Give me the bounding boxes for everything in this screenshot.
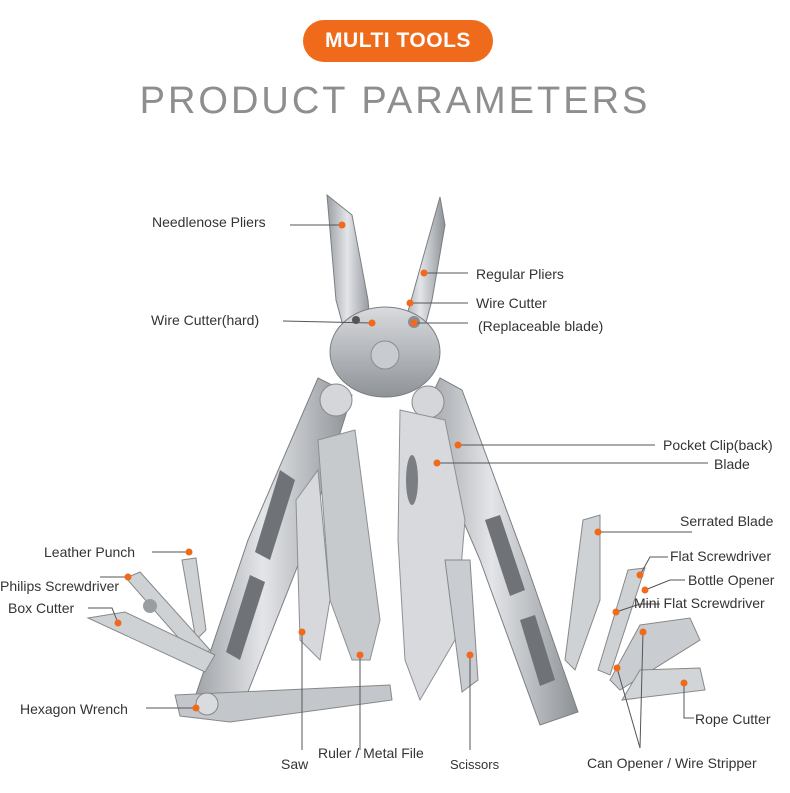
right-handle-rivet	[411, 385, 445, 419]
marker-scissors	[466, 651, 474, 659]
marker-wire-cutter	[406, 299, 414, 307]
marker-hexagon-wrench	[192, 704, 200, 712]
callout-line-wire-cutter-hard	[282, 320, 373, 324]
label-needlenose-pliers: Needlenose Pliers	[152, 214, 266, 230]
pivot-screw	[370, 340, 400, 370]
multi-tools-badge: MULTI TOOLS	[303, 20, 493, 62]
marker-mini-flat	[612, 608, 620, 616]
left-handle-rivet	[319, 383, 353, 417]
marker-needlenose	[338, 221, 346, 229]
multitool-illustration	[86, 193, 706, 726]
marker-box-cutter	[114, 619, 122, 627]
marker-flat-screwdriver	[636, 571, 644, 579]
hexagon-wrench-rivet	[195, 692, 219, 716]
marker-replaceable-blade	[410, 319, 418, 327]
label-serrated-blade: Serrated Blade	[680, 513, 774, 529]
blade-thumb-hole	[406, 455, 418, 505]
marker-ruler	[356, 651, 364, 659]
label-ruler-metal-file: Ruler / Metal File	[318, 745, 424, 761]
callout-line-bottle-opener	[644, 579, 685, 591]
label-scissors: Scissors	[450, 757, 500, 772]
callout-line-can-opener	[616, 667, 641, 749]
callout-line-flat-screwdriver	[639, 556, 668, 576]
left-handle-cutout	[255, 470, 295, 560]
label-leather-punch: Leather Punch	[44, 544, 136, 560]
marker-saw	[298, 628, 306, 636]
saw-blade	[295, 468, 331, 662]
metal-file	[317, 429, 381, 661]
philips-screwdriver-head	[143, 599, 157, 613]
callout-line-rope-cutter	[683, 683, 694, 719]
marker-pocket-clip	[454, 441, 462, 449]
label-wire-cutter-hard: Wire Cutter(hard)	[151, 312, 260, 328]
marker-bottle-opener	[641, 586, 649, 594]
label-flat-screwdriver: Flat Screwdriver	[670, 548, 772, 564]
box-cutter-tool	[86, 611, 216, 673]
label-saw: Saw	[281, 756, 309, 772]
label-pocket-clip: Pocket Clip(back)	[663, 437, 773, 453]
marker-philips	[124, 573, 132, 581]
flat-screwdriver-tool	[597, 567, 646, 676]
marker-serrated-blade	[594, 528, 602, 536]
left-handle-cutout	[226, 575, 265, 660]
callout-markers	[114, 221, 688, 712]
marker-wire-stripper	[639, 628, 647, 636]
label-bottle-opener: Bottle Opener	[688, 572, 775, 588]
marker-wire-cutter-hard	[368, 319, 376, 327]
callout-line-box-cutter	[88, 607, 119, 624]
philips-screwdriver-tool	[125, 571, 211, 661]
marker-blade	[433, 459, 441, 467]
hexagon-wrench-tool	[174, 684, 393, 723]
leather-punch-tool	[181, 557, 207, 642]
label-mini-flat-screwdriver: Mini Flat Screwdriver	[634, 595, 765, 611]
label-can-opener-wire-stripper: Can Opener / Wire Stripper	[587, 755, 757, 771]
label-wire-cutter: Wire Cutter	[476, 295, 547, 311]
marker-rope-cutter	[680, 679, 688, 687]
label-philips-screwdriver: Philips Screwdriver	[0, 578, 120, 594]
right-handle-cutout	[485, 515, 525, 596]
label-box-cutter: Box Cutter	[8, 600, 75, 616]
marker-leather-punch	[185, 548, 193, 556]
label-regular-pliers: Regular Pliers	[476, 266, 564, 282]
label-blade: Blade	[714, 456, 750, 472]
label-replaceable-blade: (Replaceable blade)	[478, 318, 604, 334]
marker-can-opener	[613, 664, 621, 672]
page-title: PRODUCT PARAMETERS	[139, 80, 651, 122]
label-hexagon-wrench: Hexagon Wrench	[20, 701, 128, 717]
callouts	[88, 224, 708, 750]
marker-regular-pliers	[420, 269, 428, 277]
serrated-blade-tool	[564, 514, 601, 671]
hard-cutter-hole	[352, 316, 360, 324]
label-rope-cutter: Rope Cutter	[695, 711, 771, 727]
callout-line-mini-flat	[615, 603, 660, 613]
callout-line-wire-stripper	[639, 631, 644, 749]
right-handle-cutout	[520, 615, 555, 686]
